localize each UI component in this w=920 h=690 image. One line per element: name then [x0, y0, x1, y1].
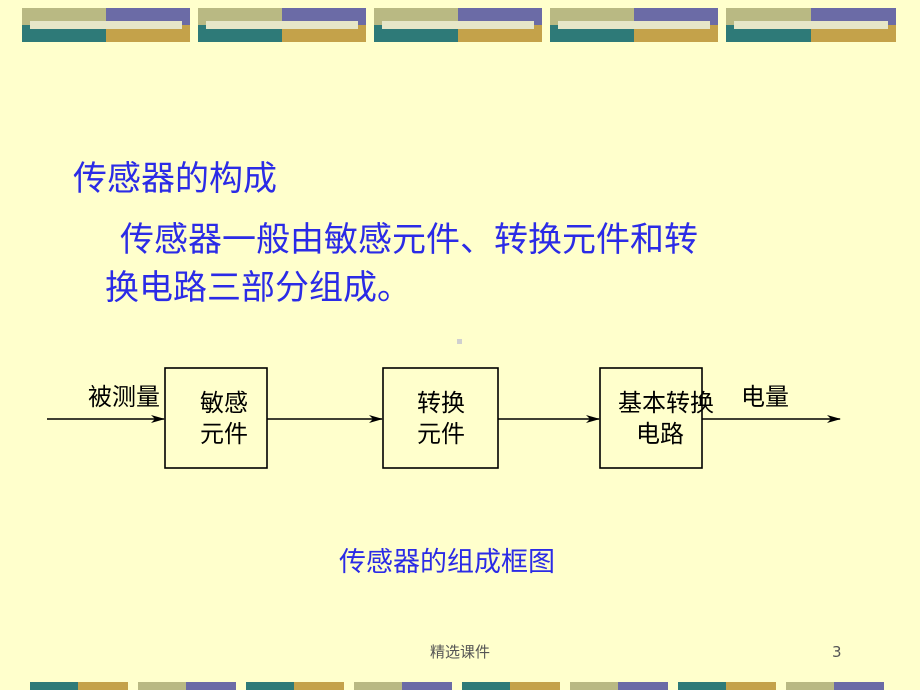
deco-tile: [726, 8, 896, 42]
body-line-2: 换电路三部分组成。: [105, 268, 411, 308]
block-diagram: 被测量 敏感 元件 转换 元件 基本转换 电路 电量: [47, 339, 841, 469]
deco-tile: [550, 8, 718, 42]
center-marker: [457, 339, 462, 344]
footer-label: 精选课件: [429, 643, 490, 661]
block-2-line-2: 元件: [417, 421, 465, 448]
slide-heading: 传感器的构成: [73, 159, 277, 199]
diagram-caption: 传感器的组成框图: [339, 547, 555, 578]
page-number: 3: [832, 643, 842, 661]
deco-tile: [22, 8, 190, 42]
deco-tile: [198, 8, 366, 42]
conversion-element-box: [382, 367, 499, 469]
block-1-line-1: 敏感: [200, 390, 248, 417]
block-1-line-2: 元件: [200, 421, 248, 448]
body-line-1: 传感器一般由敏感元件、转换元件和转: [120, 220, 698, 260]
conversion-circuit-box: [599, 367, 703, 469]
top-decorative-banner: [0, 8, 920, 44]
block-3-line-1: 基本转换: [618, 390, 714, 417]
bottom-decorative-banner: [0, 682, 920, 690]
block-2-line-1: 转换: [417, 390, 465, 417]
slide-body-text: 传感器一般由敏感元件、转换元件和转 换电路三部分组成。: [105, 216, 825, 312]
input-label: 被测量: [88, 384, 160, 411]
sensing-element-box: [164, 367, 268, 469]
block-3-line-2: 电路: [636, 421, 684, 448]
deco-tile: [374, 8, 542, 42]
output-label: 电量: [741, 384, 789, 411]
